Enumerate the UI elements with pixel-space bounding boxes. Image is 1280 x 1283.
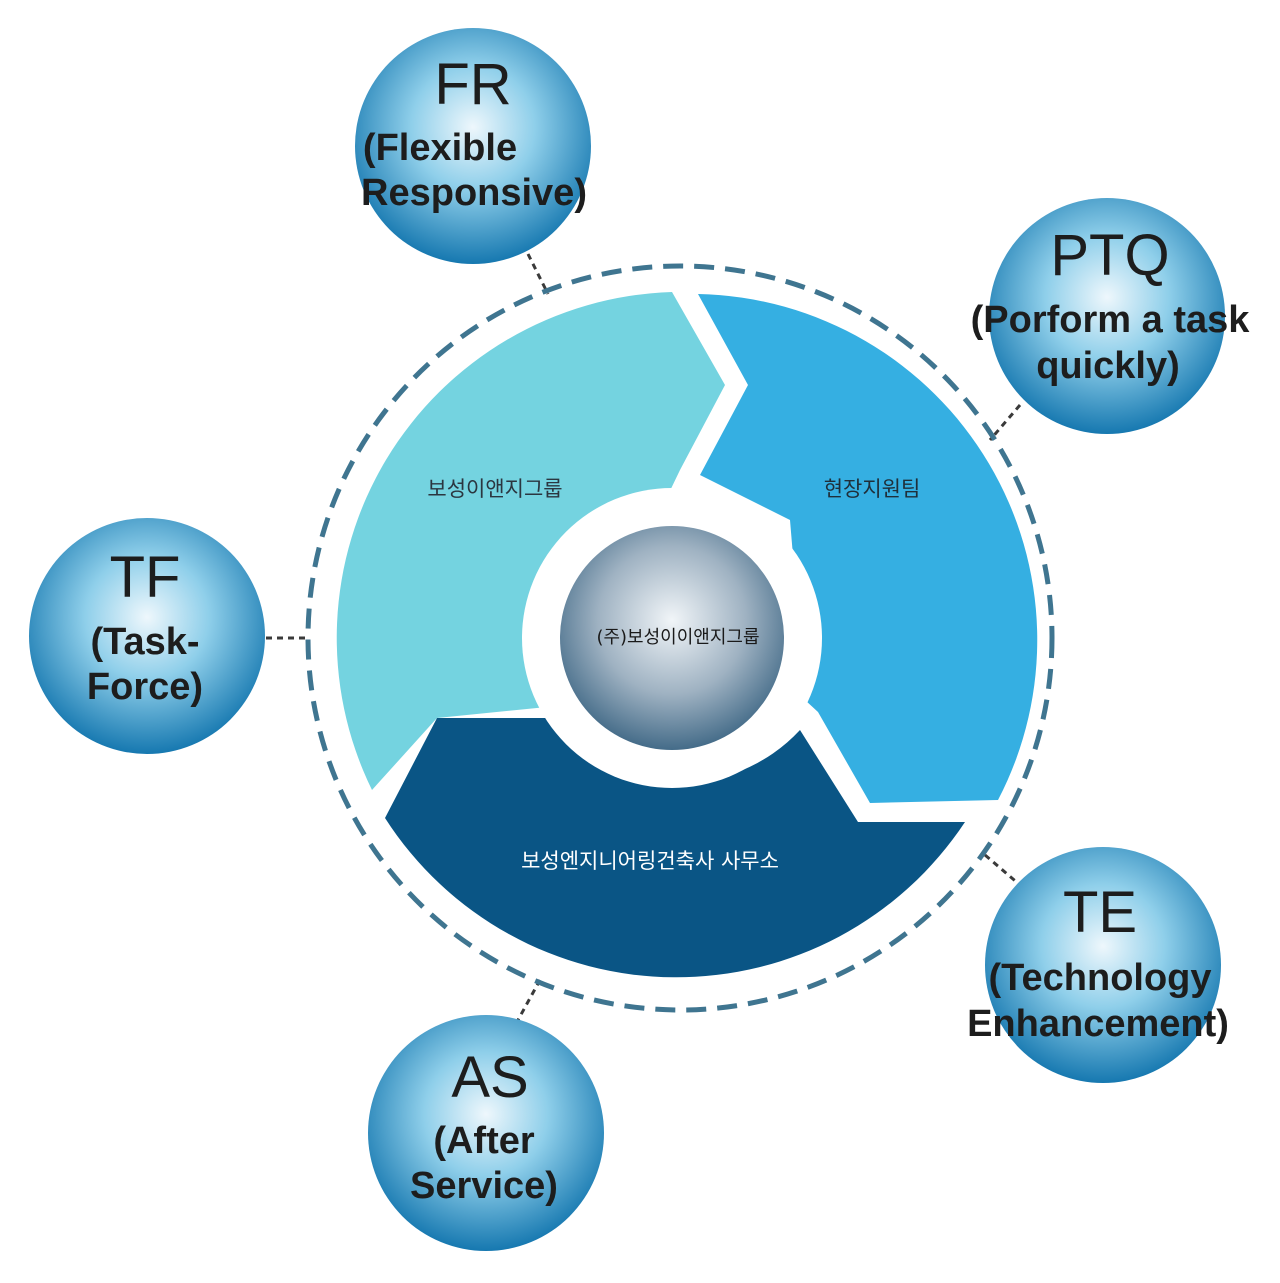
node-tf-subtitle-2: Force) xyxy=(87,666,203,708)
node-fr-subtitle-2: Responsive) xyxy=(361,172,587,214)
node-tf: TF (Task- Force) xyxy=(29,518,265,754)
node-ptq-circle xyxy=(989,198,1225,434)
node-te-title: TE xyxy=(1063,880,1137,945)
node-as-circle xyxy=(368,1015,604,1251)
core-circle xyxy=(560,526,784,750)
dashed-ring xyxy=(305,263,1055,1013)
segment-boseong-eng-group xyxy=(336,292,725,790)
connector-ptq xyxy=(988,404,1022,441)
segment-label-field-support-team: 현장지원팀 xyxy=(824,477,921,501)
connector-as xyxy=(516,979,542,1021)
node-tf-circle xyxy=(29,518,265,754)
node-tf-subtitle-1: (Task- xyxy=(90,621,199,663)
node-tf-title: TF xyxy=(110,545,181,610)
node-ptq-title: PTQ xyxy=(1050,223,1169,288)
segment-label-boseong-eng-group: 보성이앤지그룹 xyxy=(427,477,562,501)
node-as-title: AS xyxy=(451,1045,528,1110)
node-fr-circle xyxy=(355,28,591,264)
node-as: AS (After Service) xyxy=(368,1015,604,1251)
node-te-subtitle-1: (Technology xyxy=(988,957,1211,999)
node-fr: FR (Flexible Responsive) xyxy=(355,28,591,264)
connector-te xyxy=(984,853,1021,887)
node-fr-subtitle-1: (Flexible xyxy=(363,127,517,169)
node-ptq-subtitle-2: quickly) xyxy=(1036,345,1180,387)
segment-architecture-office xyxy=(385,718,965,978)
node-te-circle xyxy=(985,847,1221,1083)
node-fr-title: FR xyxy=(434,52,511,117)
segment-label-architecture-office: 보성엔지니어링건축사 사무소 xyxy=(521,849,779,873)
node-as-subtitle-1: (After xyxy=(433,1120,535,1162)
node-te-subtitle-2: Enhancement) xyxy=(967,1003,1229,1045)
core-label: (주)보성이이앤지그룹 xyxy=(596,627,759,648)
connector-fr xyxy=(526,253,550,295)
segment-field-support-team xyxy=(698,294,1038,803)
node-as-subtitle-2: Service) xyxy=(410,1165,558,1207)
node-ptq: PTQ (Porform a task quickly) xyxy=(971,198,1251,434)
node-te: TE (Technology Enhancement) xyxy=(967,847,1229,1083)
node-ptq-subtitle-1: (Porform a task xyxy=(971,299,1251,341)
